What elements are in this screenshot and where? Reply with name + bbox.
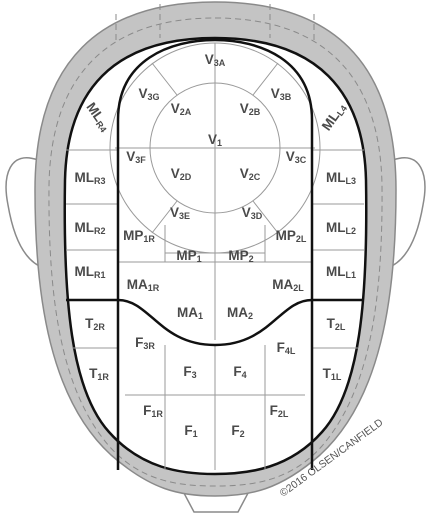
- zone-label-subscript: 3R: [143, 341, 155, 351]
- zone-label-base: MA: [227, 305, 248, 320]
- zone-label-subscript: 3: [192, 370, 197, 380]
- zone-label-base: MA: [127, 277, 148, 292]
- zone-label-subscript: R1: [94, 270, 106, 280]
- zone-label-base: ML: [74, 220, 94, 235]
- zone-label-subscript: L3: [345, 176, 356, 186]
- zone-label-base: MP: [176, 248, 196, 263]
- zone-label-base: V: [126, 149, 135, 164]
- zone-label-base: F: [184, 423, 192, 438]
- zone-label-base: MP: [123, 228, 143, 243]
- zone-label-subscript: 1R: [148, 283, 160, 293]
- zone-label-base: MP: [228, 248, 248, 263]
- zone-label-base: V: [170, 205, 179, 220]
- zone-label-subscript: 1R: [97, 372, 109, 382]
- zone-label-base: V: [240, 101, 249, 116]
- zone-label-base: V: [242, 205, 251, 220]
- zone-label-base: MA: [272, 277, 293, 292]
- zone-label-base: F: [143, 403, 151, 418]
- zone-label-subscript: 1: [217, 138, 222, 148]
- zone-label-subscript: 1R: [143, 234, 155, 244]
- zone-label-subscript: 3D: [251, 211, 263, 221]
- zone-label-subscript: 2: [248, 311, 253, 321]
- zone-label-base: V: [171, 101, 180, 116]
- zone-label-subscript: 3E: [179, 211, 190, 221]
- zone-label-base: ML: [326, 170, 346, 185]
- zone-label-subscript: L1: [345, 270, 356, 280]
- zone-label-subscript: 2D: [180, 172, 192, 182]
- zone-label-subscript: 2L: [296, 234, 307, 244]
- zone-label-base: F: [270, 403, 278, 418]
- zone-label-base: V: [240, 166, 249, 181]
- zone-label-base: V: [208, 132, 217, 147]
- zone-label-subscript: 2L: [278, 409, 289, 419]
- zone-label-subscript: 2: [249, 254, 254, 264]
- zone-label-base: V: [171, 166, 180, 181]
- zone-label-subscript: 3F: [135, 155, 146, 165]
- zone-label-subscript: 3C: [295, 155, 307, 165]
- zone-label-base: F: [277, 340, 285, 355]
- zone-label-subscript: 2C: [249, 172, 261, 182]
- zone-label-base: ML: [74, 170, 94, 185]
- zone-label-subscript: 4L: [285, 346, 296, 356]
- zone-label-base: F: [231, 423, 239, 438]
- zone-label-base: MP: [276, 228, 296, 243]
- zone-label-base: F: [233, 364, 241, 379]
- zone-label-base: ML: [326, 220, 346, 235]
- zone-label-base: V: [286, 149, 295, 164]
- zone-label-subscript: 2B: [249, 107, 261, 117]
- zone-label-subscript: 2A: [180, 107, 192, 117]
- zone-label-subscript: 1: [198, 311, 203, 321]
- zone-label-subscript: 1: [193, 429, 198, 439]
- zone-label-subscript: R2: [94, 226, 106, 236]
- zone-label-base: F: [135, 335, 143, 350]
- zone-label-subscript: 2R: [93, 322, 105, 332]
- zone-label-base: ML: [74, 264, 94, 279]
- zone-label-base: V: [271, 86, 280, 101]
- zone-label-subscript: 1R: [151, 409, 163, 419]
- zone-label-base: F: [183, 364, 191, 379]
- zone-label-subscript: L2: [345, 226, 356, 236]
- zone-label-subscript: 4: [242, 370, 247, 380]
- zone-label-subscript: 3B: [280, 92, 292, 102]
- zone-label-subscript: 2L: [335, 322, 346, 332]
- zone-label-base: V: [205, 52, 214, 67]
- zone-label-base: MA: [177, 305, 198, 320]
- zone-label-subscript: 3A: [214, 58, 226, 68]
- zone-label-base: V: [138, 86, 147, 101]
- zone-label-subscript: 3G: [148, 92, 160, 102]
- zone-label-base: ML: [326, 264, 346, 279]
- zone-label-subscript: R3: [94, 176, 106, 186]
- zone-label-subscript: 1: [197, 254, 202, 264]
- zone-label-subscript: 2: [240, 429, 245, 439]
- zone-label-subscript: 1L: [331, 372, 342, 382]
- zone-label-subscript: 2L: [293, 283, 304, 293]
